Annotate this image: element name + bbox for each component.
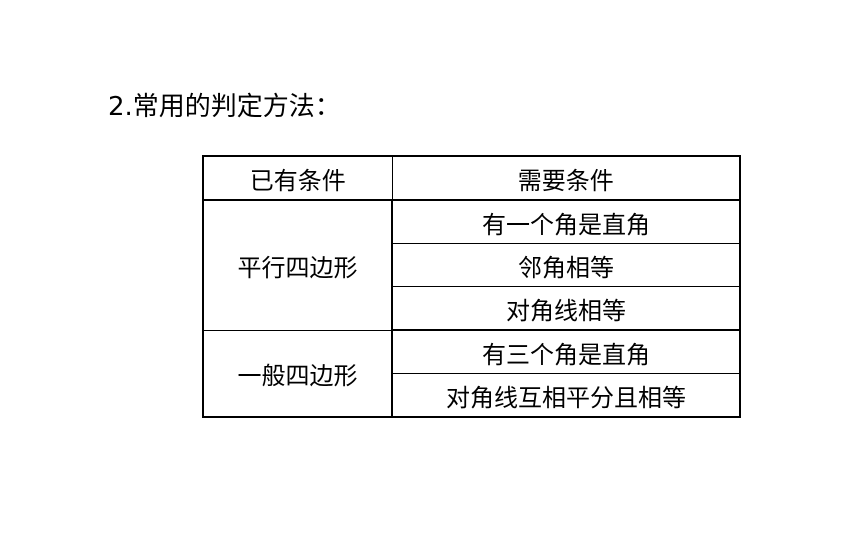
header-given: 已有条件 <box>202 155 393 201</box>
given-condition-cell: 平行四边形 <box>202 199 393 331</box>
required-condition-cell: 对角线互相平分且相等 <box>391 373 741 418</box>
table-row: 一般四边形 有三个角是直角 <box>202 329 741 418</box>
given-condition-cell: 一般四边形 <box>202 329 393 418</box>
required-condition-cell: 有一个角是直角 <box>391 199 741 244</box>
section-heading: 2.常用的判定方法： <box>108 92 341 122</box>
required-condition-cell: 邻角相等 <box>391 243 741 287</box>
required-condition-cell: 有三个角是直角 <box>391 329 741 374</box>
table-row: 对角线相等 <box>203 286 741 331</box>
header-required: 需要条件 <box>391 155 741 201</box>
table-row: 平行四边形 有一个角是直角 <box>202 199 741 331</box>
table-header-row: 已有条件 需要条件 <box>202 155 741 201</box>
criteria-table: 已有条件 需要条件 平行四边形 有一个角是直角 邻角相等 对角线相等 一般四边形… <box>202 155 741 418</box>
table-row: 对角线互相平分且相等 <box>203 373 741 418</box>
table-row: 邻角相等 <box>203 243 741 287</box>
required-condition-cell: 对角线相等 <box>391 286 741 331</box>
